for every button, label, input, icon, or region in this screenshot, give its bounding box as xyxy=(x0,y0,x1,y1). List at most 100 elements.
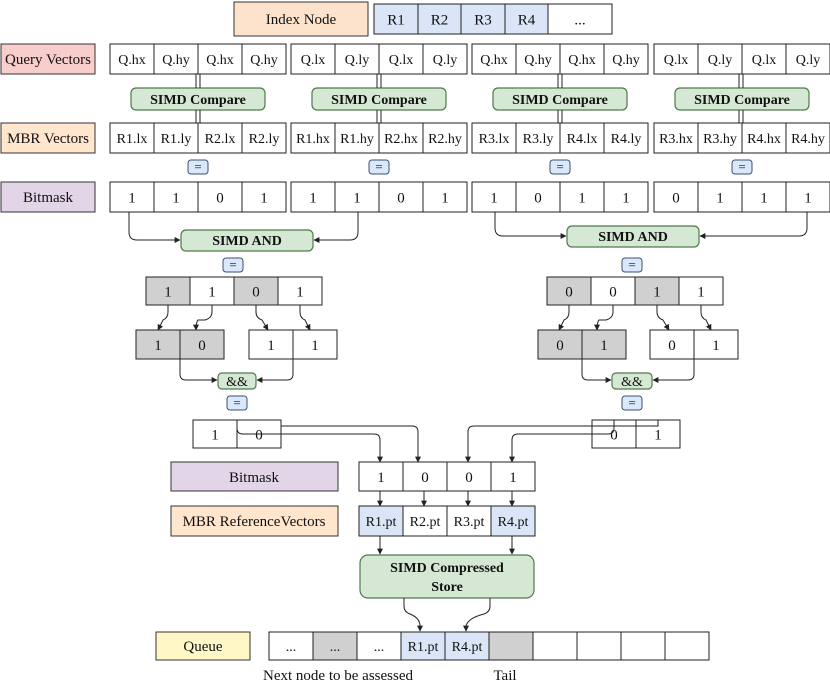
bitmask-cell: 1 xyxy=(471,181,517,213)
bitmask-to-reference-wires xyxy=(377,491,515,507)
svg-text:Q.lx: Q.lx xyxy=(301,53,326,68)
svg-text:Q.hy: Q.hy xyxy=(612,53,640,68)
split-a-cell: 1 xyxy=(581,329,627,360)
svg-text:1: 1 xyxy=(622,190,630,206)
bitmask-cell: 0 xyxy=(515,181,561,213)
query-vector-cell: Q.ly xyxy=(334,43,380,75)
query-vector-cell: Q.hy xyxy=(515,43,561,75)
svg-text:0: 0 xyxy=(565,284,573,300)
and-result-cell: 0 xyxy=(233,276,279,306)
svg-text:1: 1 xyxy=(804,190,812,206)
mbr-vector-cell: R2.hy xyxy=(422,122,468,154)
svg-text:=: = xyxy=(229,257,236,272)
svg-text:R3: R3 xyxy=(474,12,492,28)
bitmask-cell: 1 xyxy=(334,181,380,213)
svg-text:1: 1 xyxy=(128,190,136,206)
mbr-vector-cell: R1.lx xyxy=(109,122,155,154)
and-result-cell: 1 xyxy=(634,276,680,306)
svg-text:Q.hy: Q.hy xyxy=(524,53,552,68)
svg-text:0: 0 xyxy=(421,470,429,486)
mbr-vectors-label: MBR Vectors xyxy=(0,122,96,154)
svg-text:0: 0 xyxy=(672,190,680,206)
and-result-cell: 1 xyxy=(189,276,235,306)
split-a-cell: 0 xyxy=(179,329,225,360)
mbr-reference-cell: R4.pt xyxy=(490,505,536,537)
svg-text:...: ... xyxy=(330,640,341,655)
bitmask-cell: 0 xyxy=(197,181,243,213)
svg-text:1: 1 xyxy=(490,190,498,206)
svg-text:1: 1 xyxy=(260,190,268,206)
svg-text:SIMD Compare: SIMD Compare xyxy=(150,93,246,108)
mbr-vector-cell: R4.lx xyxy=(559,122,605,154)
simd-compare-op: SIMD Compare xyxy=(492,87,628,111)
svg-text:1: 1 xyxy=(760,190,768,206)
mbr-vector-cell: R3.hx xyxy=(653,122,699,154)
svg-text:0: 0 xyxy=(252,284,260,300)
svg-text:SIMD Compressed: SIMD Compressed xyxy=(390,561,504,576)
svg-text:R1.pt: R1.pt xyxy=(408,640,439,655)
mbr-reference-cell: R3.pt xyxy=(446,505,492,537)
and-result-cell: 1 xyxy=(277,276,323,306)
query-vector-cell: Q.ly xyxy=(785,43,830,75)
mbr-reference-label: MBR ReferenceVectors xyxy=(170,505,339,537)
svg-text:R2.pt: R2.pt xyxy=(410,515,441,530)
svg-text:MBR Vectors: MBR Vectors xyxy=(7,131,89,147)
svg-text:Store: Store xyxy=(431,580,463,595)
bitmask-cell: 1 xyxy=(290,181,336,213)
svg-text:=: = xyxy=(628,257,635,272)
bitmask-cell: 0 xyxy=(378,181,424,213)
svg-text:Q.lx: Q.lx xyxy=(752,53,777,68)
index-node-box xyxy=(233,1,369,37)
svg-text:R4.ly: R4.ly xyxy=(611,132,642,147)
store-to-queue-wires xyxy=(403,598,491,632)
svg-text:1: 1 xyxy=(712,338,720,354)
queue-cell xyxy=(488,631,534,661)
svg-text:Q.ly: Q.ly xyxy=(796,53,821,68)
svg-text:R3.hx: R3.hx xyxy=(659,132,693,147)
svg-text:=: = xyxy=(375,159,382,174)
svg-text:1: 1 xyxy=(164,284,172,300)
svg-text:1: 1 xyxy=(600,338,608,354)
svg-text:R4.lx: R4.lx xyxy=(567,132,598,147)
simd-compare-op: SIMD Compare xyxy=(311,87,447,111)
svg-text:0: 0 xyxy=(534,190,542,206)
svg-text:R2: R2 xyxy=(431,12,449,28)
svg-text:SIMD AND: SIMD AND xyxy=(212,234,282,249)
svg-text:1: 1 xyxy=(578,190,586,206)
equals-row: ==== xyxy=(187,159,753,175)
svg-text:1: 1 xyxy=(377,470,385,486)
index-entry: R4 xyxy=(504,3,549,35)
svg-text:MBR ReferenceVectors: MBR ReferenceVectors xyxy=(183,514,326,530)
svg-text:1: 1 xyxy=(716,190,724,206)
svg-text:1: 1 xyxy=(309,190,317,206)
and-result-cell: 1 xyxy=(678,276,724,306)
equals-op: = xyxy=(368,159,390,175)
query-vector-cell: Q.lx xyxy=(290,43,336,75)
bitmask-cell: 1 xyxy=(422,181,468,213)
bitmask-cell: 1 xyxy=(153,181,199,213)
svg-text:Q.hx: Q.hx xyxy=(480,53,508,68)
svg-text:0: 0 xyxy=(255,427,263,443)
query-vectors-label: Query Vectors xyxy=(0,43,96,75)
index-node: Index Node xyxy=(233,1,369,37)
svg-text:1: 1 xyxy=(267,338,275,354)
svg-text:Q.lx: Q.lx xyxy=(664,53,689,68)
svg-text:R2.ly: R2.ly xyxy=(249,132,280,147)
final-cell: 1 xyxy=(192,419,238,449)
svg-text:&&: && xyxy=(621,375,643,390)
merge-wires xyxy=(236,420,659,463)
svg-text:=: = xyxy=(194,159,201,174)
mbr-vector-cell: R2.hx xyxy=(378,122,424,154)
mbr-vector-cell: R3.hy xyxy=(697,122,743,154)
equals-op: = xyxy=(222,257,244,273)
svg-text:0: 0 xyxy=(556,338,564,354)
mbr-vector-cell: R4.hx xyxy=(741,122,787,154)
and-result-cell: 0 xyxy=(546,276,592,306)
bitmask-cell: 1 xyxy=(109,181,155,213)
queue-cell xyxy=(664,631,710,661)
